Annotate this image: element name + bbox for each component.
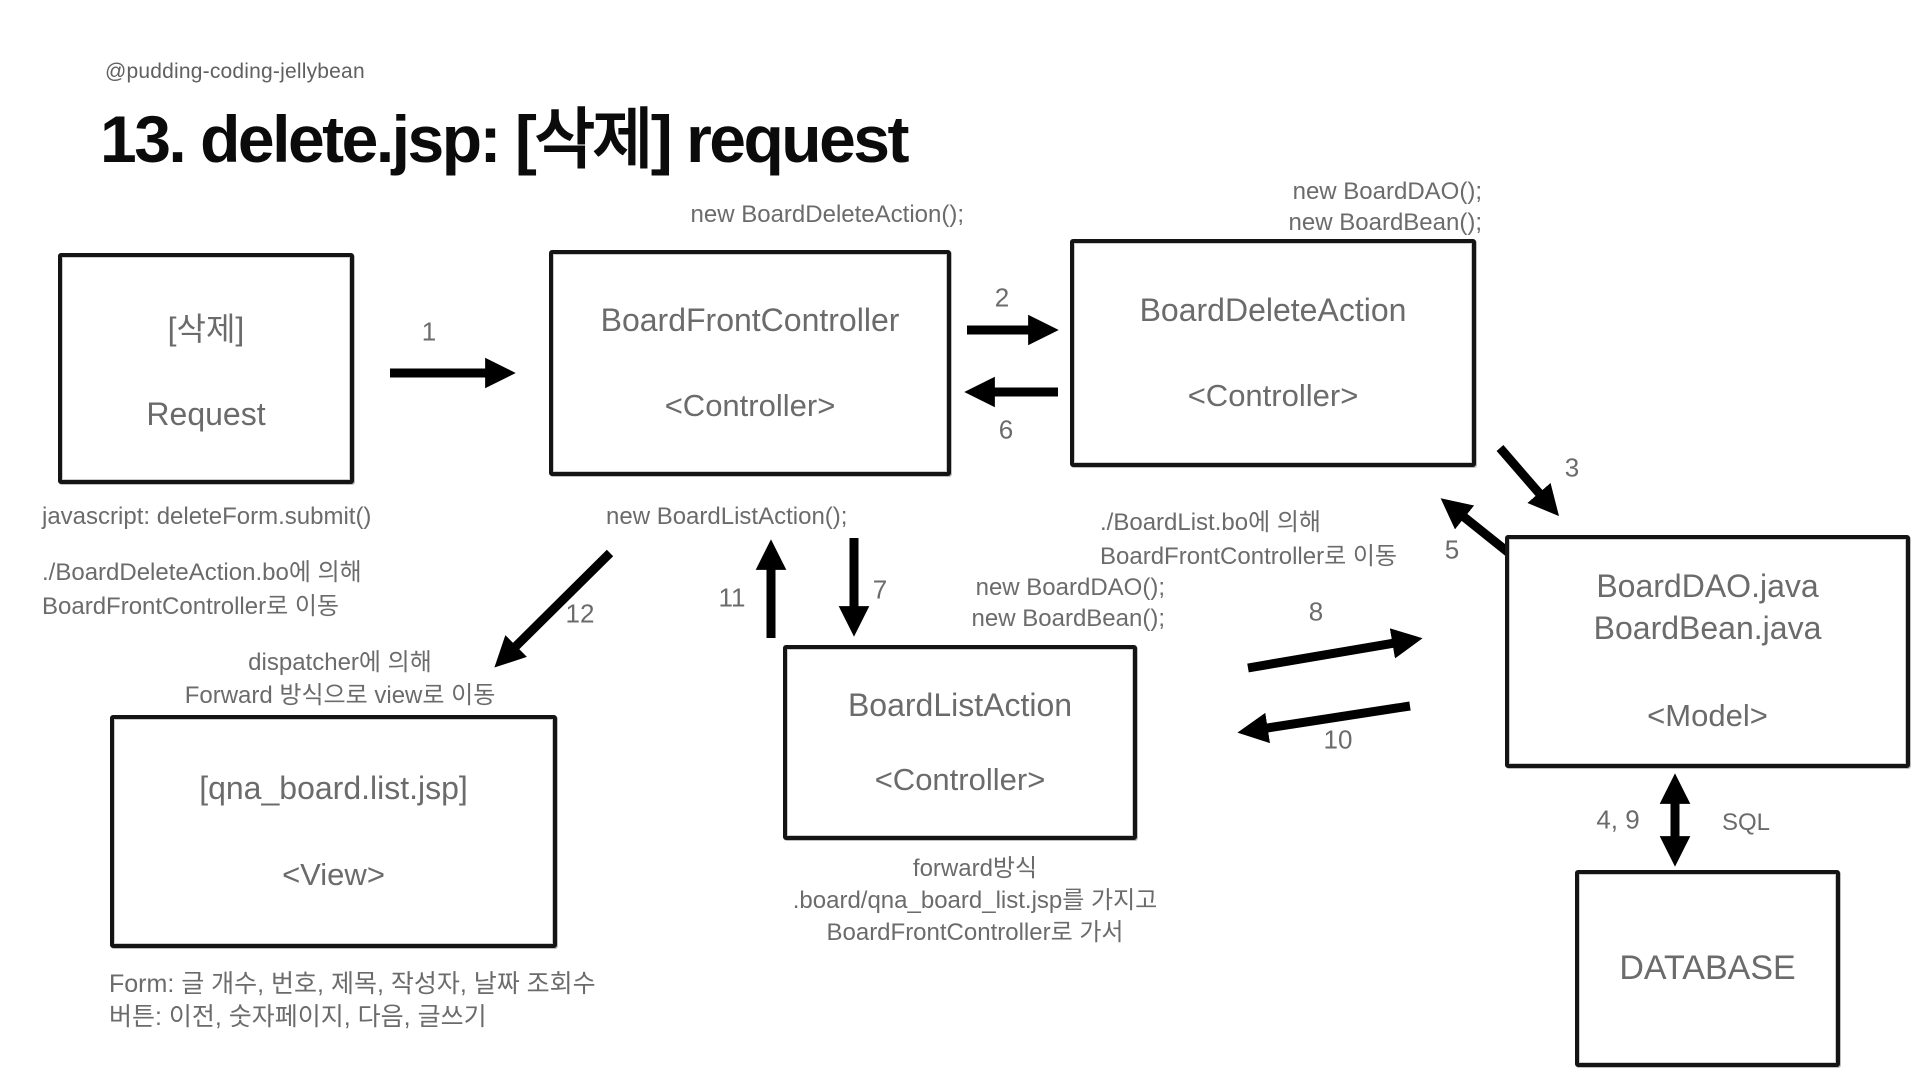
note-new-dao-mid: new BoardDAO(); new BoardBean(); — [972, 572, 1165, 634]
note-new-dao-mid-line1: new BoardDAO(); — [975, 574, 1165, 601]
model-stereotype: <Model> — [1647, 698, 1768, 733]
step-12-label: 12 — [565, 598, 595, 629]
database-title: DATABASE — [1619, 949, 1796, 987]
note-forward: forward방식 .board/qna_board_list.jsp를 가지고… — [715, 853, 1235, 949]
list-action-title: BoardListAction — [847, 687, 1073, 723]
note-new-dao-top-line2: new BoardBean(); — [1288, 209, 1482, 236]
database-box: DATABASE — [1575, 870, 1840, 1067]
step-10-label: 10 — [1323, 724, 1353, 755]
model-files: BoardDAO.java BoardBean.java — [1594, 565, 1822, 649]
front-controller-stereotype: <Controller> — [664, 387, 836, 423]
note-form-line2: 버튼: 이전, 숫자페이지, 다음, 글쓰기 — [109, 1003, 487, 1031]
note-dispatcher-line2: Forward 방식으로 view로 이동 — [184, 682, 496, 709]
note-new-delete-action: new BoardDeleteAction(); — [690, 201, 964, 228]
note-new-dao-top: new BoardDAO(); new BoardBean(); — [1289, 176, 1482, 238]
step-5-label: 5 — [1444, 534, 1460, 565]
note-new-dao-mid-line2: new BoardBean(); — [971, 605, 1165, 632]
note-dispatcher-line1: dispatcher에 의해 — [248, 649, 432, 676]
request-box-label: [삭제] — [167, 310, 245, 347]
note-new-dao-top-line1: new BoardDAO(); — [1292, 178, 1482, 205]
model-file-dao: BoardDAO.java — [1596, 568, 1819, 604]
request-box: [삭제] Request — [58, 253, 354, 484]
step-4-9-label: 4, 9 — [1596, 804, 1640, 835]
note-js-submit: javascript: deleteForm.submit() — [42, 503, 372, 530]
front-controller-title: BoardFrontController — [600, 302, 900, 339]
arrow-step-8 — [1247, 628, 1423, 673]
delete-action-box: BoardDeleteAction <Controller> — [1070, 239, 1476, 467]
step-3-label: 3 — [1564, 452, 1580, 483]
step-1-label: 1 — [421, 316, 437, 347]
step-11-label: 11 — [718, 582, 746, 613]
model-box: BoardDAO.java BoardBean.java <Model> — [1505, 535, 1910, 768]
author-handle: @pudding-coding-jellybean — [105, 60, 365, 83]
note-list-bo: ./BoardList.bo에 의해 BoardFrontController로… — [1100, 506, 1397, 574]
view-title: [qna_board.list.jsp] — [199, 769, 468, 806]
view-box: [qna_board.list.jsp] <View> — [110, 715, 557, 948]
arrow-step-3 — [1496, 445, 1560, 517]
front-controller-box: BoardFrontController <Controller> — [549, 250, 951, 476]
step-8-label: 8 — [1308, 596, 1324, 627]
model-file-bean: BoardBean.java — [1593, 610, 1822, 647]
note-dispatcher: dispatcher에 의해 Forward 방식으로 view로 이동 — [130, 646, 550, 712]
note-delete-bo-line1: ./BoardDeleteAction.bo에 의해 — [42, 559, 362, 586]
note-delete-bo-line2: BoardFrontController로 이동 — [42, 593, 340, 620]
step-6-label: 6 — [998, 414, 1014, 445]
note-new-list-action: new BoardListAction(); — [606, 503, 848, 530]
step-7-label: 7 — [872, 574, 888, 605]
note-form-line1: Form: 글 개수, 번호, 제목, 작성자, 날짜 조회수 — [109, 970, 596, 998]
note-sql: SQL — [1722, 809, 1771, 836]
list-action-box: BoardListAction <Controller> — [783, 645, 1137, 840]
note-forward-line3: BoardFrontController로 가서 — [826, 919, 1124, 946]
note-list-bo-line2: BoardFrontController로 이동 — [1100, 543, 1398, 570]
note-forward-line1: forward방식 — [912, 855, 1038, 882]
note-forward-line2: .board/qna_board_list.jsp를 가지고 — [792, 887, 1158, 914]
note-list-bo-line1: ./BoardList.bo에 의해 — [1100, 509, 1321, 536]
request-box-sublabel: Request — [146, 396, 266, 433]
view-stereotype: <View> — [282, 857, 385, 893]
note-form: Form: 글 개수, 번호, 제목, 작성자, 날짜 조회수 버튼: 이전, … — [109, 968, 596, 1034]
delete-action-stereotype: <Controller> — [1187, 378, 1359, 413]
delete-action-title: BoardDeleteAction — [1139, 292, 1407, 328]
note-delete-bo: ./BoardDeleteAction.bo에 의해 BoardFrontCon… — [42, 556, 362, 624]
page-title: 13. delete.jsp: [삭제] request — [100, 102, 910, 176]
step-2-label: 2 — [994, 282, 1010, 313]
list-action-stereotype: <Controller> — [874, 762, 1046, 797]
